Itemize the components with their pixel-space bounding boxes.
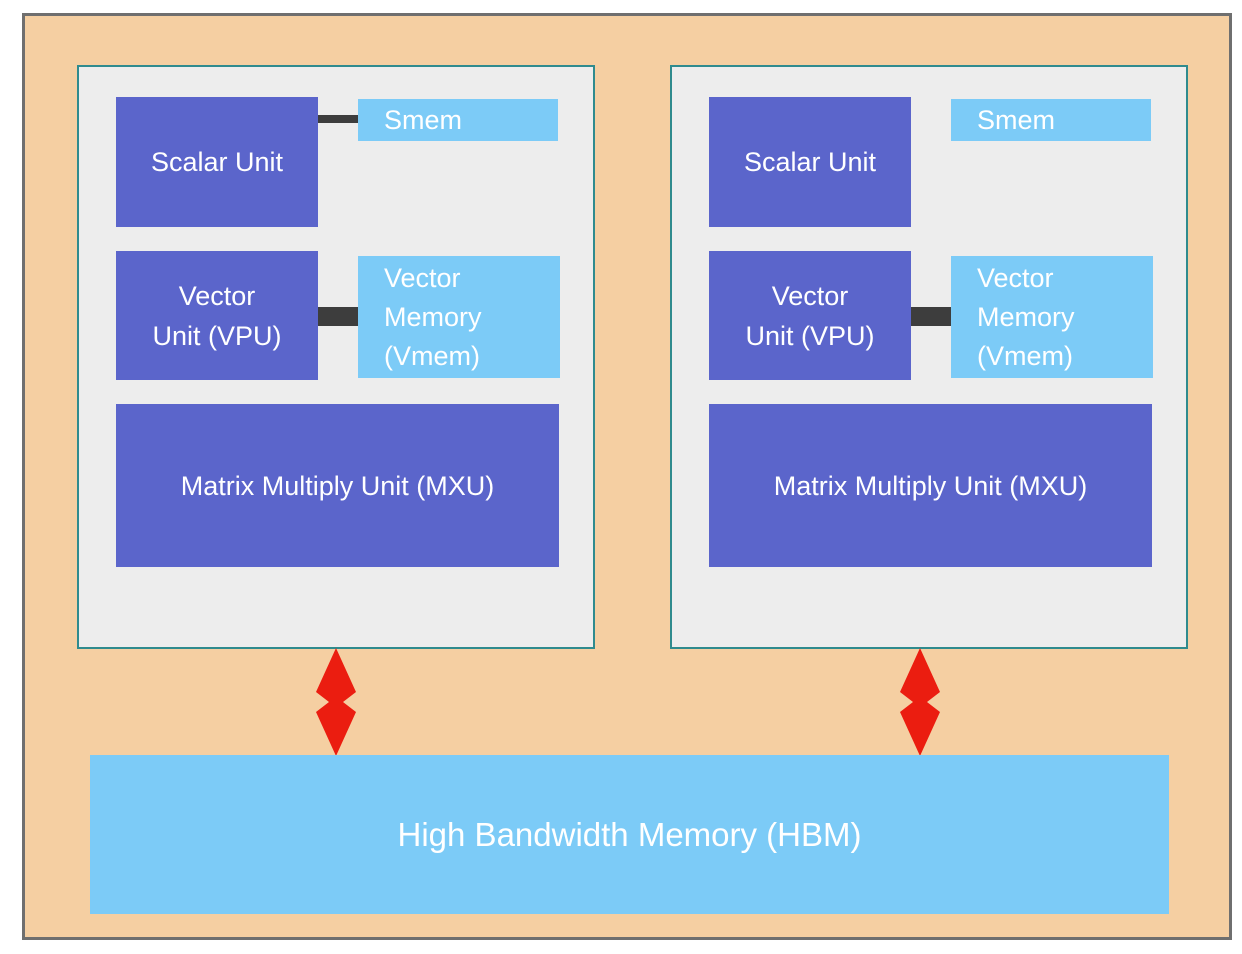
scalar-unit-box: Scalar Unit <box>116 97 318 227</box>
hbm-box: High Bandwidth Memory (HBM) <box>90 755 1169 914</box>
mxu-box: Matrix Multiply Unit (MXU) <box>709 404 1152 567</box>
vector-memory-box: Vector Memory (Vmem) <box>951 256 1153 378</box>
vector-memory-box: Vector Memory (Vmem) <box>358 256 560 378</box>
vector-memory-label: Vector Memory (Vmem) <box>384 262 482 371</box>
scalar-unit-label: Scalar Unit <box>150 147 284 177</box>
vector-unit-label: Vector Unit (VPU) <box>152 280 282 351</box>
vector-unit-box: Vector Unit (VPU) <box>116 251 318 380</box>
smem-box: Smem <box>358 99 558 141</box>
vpu-vmem-connector <box>911 307 953 326</box>
scalar-unit-box: Scalar Unit <box>709 97 911 227</box>
mxu-box: Matrix Multiply Unit (MXU) <box>116 404 559 567</box>
bidirectional-arrow-icon <box>900 648 940 756</box>
scalar-smem-connector <box>318 115 360 123</box>
vector-memory-label: Vector Memory (Vmem) <box>977 262 1075 371</box>
mxu-label: Matrix Multiply Unit (MXU) <box>180 470 495 501</box>
vector-unit-box: Vector Unit (VPU) <box>709 251 911 380</box>
vpu-vmem-connector <box>318 307 360 326</box>
tpu-core-right: Scalar Unit Smem Vector Unit (VPU) Vecto… <box>670 65 1188 649</box>
hbm-label: High Bandwidth Memory (HBM) <box>397 815 862 853</box>
tpu-core-left: Scalar Unit Smem Vector Unit (VPU) Vecto… <box>77 65 595 649</box>
bidirectional-arrow-icon <box>316 648 356 756</box>
mxu-label: Matrix Multiply Unit (MXU) <box>773 470 1088 501</box>
vector-unit-label: Vector Unit (VPU) <box>745 280 875 351</box>
tpu-chip-frame: Scalar Unit Smem Vector Unit (VPU) Vecto… <box>22 13 1232 940</box>
scalar-unit-label: Scalar Unit <box>743 147 877 177</box>
smem-label: Smem <box>977 105 1056 135</box>
smem-box: Smem <box>951 99 1151 141</box>
smem-label: Smem <box>384 105 463 135</box>
